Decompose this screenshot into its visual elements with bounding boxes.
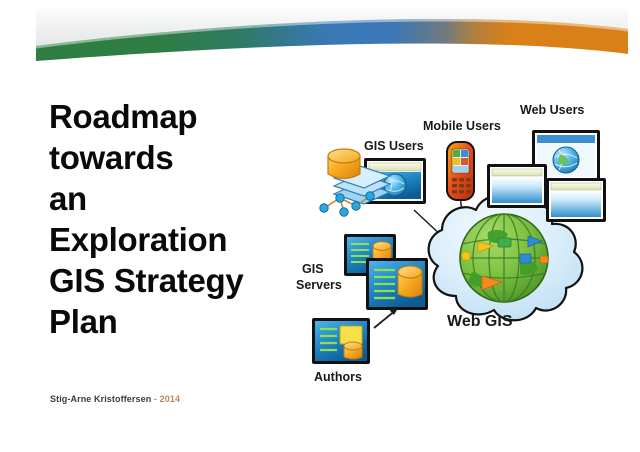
web-gis-architecture-diagram: GIS Users [292,86,624,396]
globe-icon [459,213,549,303]
browser-window-2 [546,178,606,222]
authors-label: Authors [314,370,362,384]
byline-author: Stig-Arne Kristoffersen [50,394,152,404]
title-line-6: Plan [49,303,118,340]
authors-screen-icon [312,318,370,364]
byline-separator: - [151,394,160,404]
mobile-phone-icon [446,141,475,201]
title-line-4: Exploration [49,221,228,258]
banner-color-band [36,18,628,61]
swoosh-banner [0,0,640,72]
authors-to-servers-arrow [373,308,398,329]
gis-servers-group: GIS Servers [296,234,428,310]
browser-window-3 [487,164,547,208]
gis-servers-label-line2: Servers [296,278,342,292]
mobile-users-label: Mobile Users [423,119,501,133]
layer-stack-icon [332,165,392,205]
browser-window-globe [532,130,600,182]
title-line-2: towards [49,139,174,176]
byline-year: 2014 [159,394,181,404]
mobile-users-group: Mobile Users [423,119,501,201]
byline: Stig-Arne Kristoffersen - 2014 [50,393,180,405]
banner-highlight [36,18,628,49]
web-users-label: Web Users [520,103,584,117]
title-line-1: Roadmap [49,98,198,135]
title-line-5: GIS Strategy [49,262,244,299]
banner-gray-fill [36,9,628,47]
gis-users-label: GIS Users [364,139,424,153]
authors-group: Authors [312,308,398,384]
web-gis-label: Web GIS [447,313,513,330]
title-line-3: an [49,180,87,217]
server-screen-front [366,258,428,310]
network-nodes-icon [319,191,375,217]
gis-users-group: GIS Users [319,139,426,217]
page-title: Roadmap towards an Exploration GIS Strat… [49,96,289,342]
globe-markers [461,235,549,291]
database-cylinder-icon [327,148,361,180]
web-users-group: Web Users [487,103,606,222]
gis-servers-label-line1: GIS [302,262,324,276]
